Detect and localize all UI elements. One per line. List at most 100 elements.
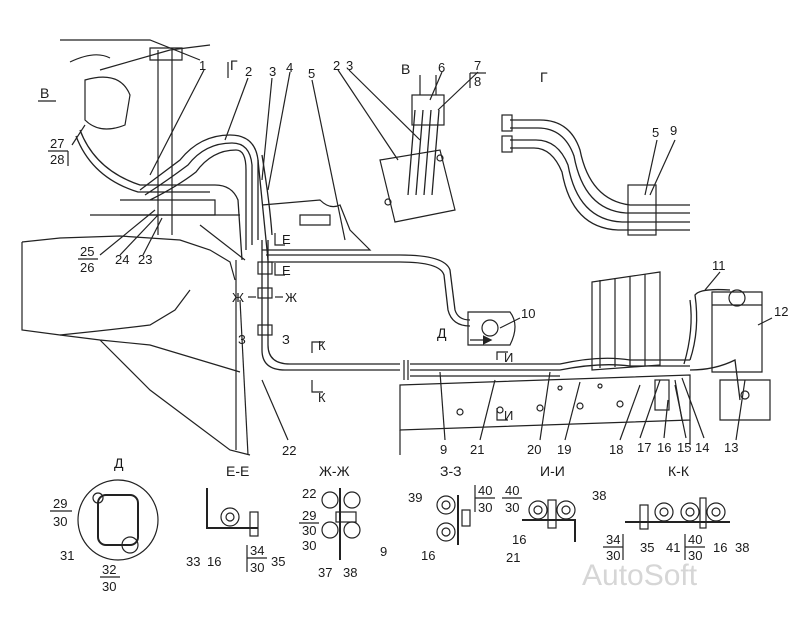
label-5: 5	[308, 66, 315, 81]
label-18: 18	[609, 442, 623, 457]
label-zhzh-37: 37	[318, 565, 332, 580]
section-kk-title: К-К	[668, 463, 690, 479]
label-9: 9	[440, 442, 447, 457]
label-b-3: 3	[346, 58, 353, 73]
cut-k-lower: К	[318, 390, 326, 405]
label-kk-38: 38	[735, 540, 749, 555]
label-26: 26	[80, 260, 94, 275]
section-zhzh	[321, 488, 361, 560]
upper-hose-bundle	[75, 129, 273, 261]
steering-column	[60, 39, 246, 261]
cut-k-upper: К	[318, 338, 326, 353]
label-kk-16: 16	[713, 540, 727, 555]
cut-zh-right: Ж	[285, 290, 297, 305]
vertical-line-pack	[257, 240, 471, 371]
label-ee-35: 35	[271, 554, 285, 569]
view-b-detail	[379, 75, 456, 223]
label-12: 12	[774, 304, 788, 319]
label-kk-35: 35	[640, 540, 654, 555]
label-ii-21: 21	[506, 550, 520, 565]
label-ii-30: 30	[505, 500, 519, 515]
label-23: 23	[138, 252, 152, 267]
label-d-30b: 30	[102, 579, 116, 594]
label-21: 21	[470, 442, 484, 457]
cut-z-right: З	[282, 332, 290, 347]
label-15: 15	[677, 440, 691, 455]
label-14: 14	[695, 440, 709, 455]
section-zz-title: З-З	[440, 463, 462, 479]
view-b-title: В	[401, 61, 410, 77]
frame-rail	[399, 374, 691, 455]
section-ii	[522, 499, 576, 542]
label-d-32: 32	[102, 562, 116, 577]
label-kk-30: 30	[606, 548, 620, 563]
cut-e-lower: Е	[282, 263, 291, 278]
cut-e-upper: Е	[282, 232, 291, 247]
label-g-5: 5	[652, 125, 659, 140]
cut-zh-left: Ж	[232, 290, 244, 305]
label-zhzh-30: 30	[302, 523, 316, 538]
label-kk-34: 34	[606, 532, 620, 547]
section-ee	[206, 488, 259, 537]
section-zz	[436, 495, 471, 545]
cut-markers	[227, 62, 508, 421]
rear-wheel-and-reservoir	[591, 271, 771, 421]
label-zz-40: 40	[478, 483, 492, 498]
label-28: 28	[50, 152, 64, 167]
label-ii-40: 40	[505, 483, 519, 498]
view-g-marker: Г	[230, 57, 238, 73]
view-g-title: Г	[540, 69, 548, 85]
label-24: 24	[115, 252, 129, 267]
label-kk-41: 41	[666, 540, 680, 555]
label-b-2: 2	[333, 58, 340, 73]
label-11: 11	[712, 258, 726, 273]
label-zhzh-30b: 30	[302, 538, 316, 553]
section-ii-title: И-И	[540, 463, 565, 479]
section-ee-title: Е-Е	[226, 463, 249, 479]
section-zhzh-title: Ж-Ж	[319, 463, 350, 479]
label-ee-30: 30	[250, 560, 264, 575]
lower-longitudinal-pipes	[403, 357, 690, 380]
label-ii-38: 38	[592, 488, 606, 503]
label-3: 3	[269, 64, 276, 79]
label-d-30: 30	[53, 514, 67, 529]
view-d-arrow-label: Д	[437, 325, 447, 341]
label-zz-39: 39	[408, 490, 422, 505]
label-kk-40: 40	[688, 532, 702, 547]
label-2: 2	[245, 64, 252, 79]
label-19: 19	[557, 442, 571, 457]
label-zz-30: 30	[478, 500, 492, 515]
label-ee-33: 33	[186, 554, 200, 569]
label-b-6: 6	[438, 60, 445, 75]
watermark: AutoSoft	[582, 559, 698, 592]
view-g-detail	[501, 114, 690, 236]
view-d-title: Д	[114, 455, 124, 471]
label-d-29: 29	[53, 496, 67, 511]
label-zz-16: 16	[421, 548, 435, 563]
label-10: 10	[521, 306, 535, 321]
label-1: 1	[199, 58, 206, 73]
label-4: 4	[286, 60, 293, 75]
view-b-label-main: В	[40, 85, 49, 101]
leader-lines	[71, 69, 773, 441]
cab-body-outline	[21, 235, 251, 456]
label-kk-30b: 30	[688, 548, 702, 563]
label-b-7: 7	[474, 58, 481, 73]
label-ii-16: 16	[512, 532, 526, 547]
label-16: 16	[657, 440, 671, 455]
label-g-9: 9	[670, 123, 677, 138]
hood-outline	[261, 199, 372, 251]
cut-z-left: З	[238, 332, 246, 347]
label-ee-34: 34	[250, 543, 264, 558]
label-zhzh-22: 22	[302, 486, 316, 501]
label-ee-16: 16	[207, 554, 221, 569]
label-27: 27	[50, 136, 64, 151]
section-d-flange	[77, 479, 159, 561]
label-b-8: 8	[474, 74, 481, 89]
label-zhzh-29: 29	[302, 508, 316, 523]
label-22: 22	[282, 443, 296, 458]
cut-i-upper: И	[504, 350, 513, 365]
label-25: 25	[80, 244, 94, 259]
